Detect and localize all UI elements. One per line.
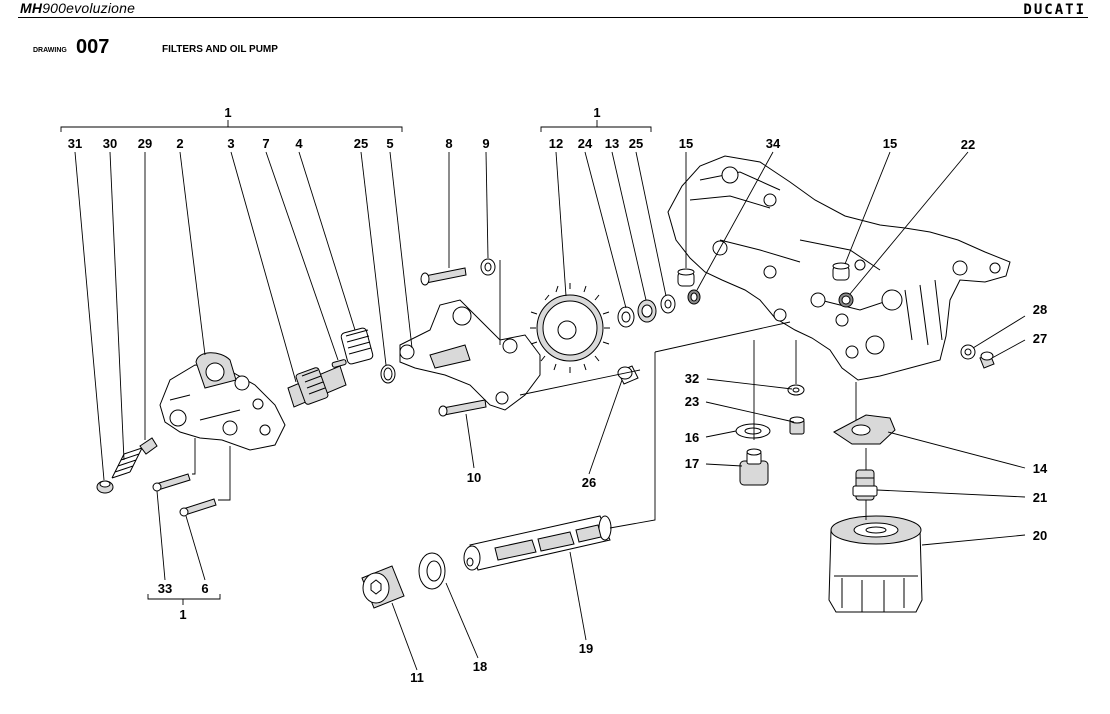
callout-27: 27 <box>1033 331 1047 346</box>
pump-screw-6 <box>179 498 217 517</box>
pump-driven-gear <box>340 327 374 365</box>
callout-22: 22 <box>961 137 975 152</box>
pump-screw-33 <box>152 473 191 492</box>
callout-15-left: 15 <box>679 136 693 151</box>
drain-washer-28 <box>960 344 976 360</box>
callout-11: 11 <box>410 670 424 685</box>
callout-8: 8 <box>445 136 452 151</box>
oil-filter <box>828 515 923 613</box>
callout-21: 21 <box>1033 490 1047 505</box>
filter-union-plate <box>833 414 896 445</box>
callout-5: 5 <box>386 136 393 151</box>
callout-13: 13 <box>605 136 619 151</box>
callout-34: 34 <box>766 136 781 151</box>
callout-33: 33 <box>158 581 172 596</box>
filter-plug-washer-16 <box>735 423 771 439</box>
drawing-label: DRAWING <box>33 47 67 54</box>
pump-cover-washer <box>480 258 496 276</box>
pump-lower-screw <box>438 399 487 417</box>
callout-12: 12 <box>549 136 563 151</box>
filter-plug-17 <box>739 448 769 486</box>
callout-25-left: 25 <box>354 136 368 151</box>
leader-lines <box>74 151 1026 671</box>
brand-logo: DUCATI <box>1023 2 1086 18</box>
plug-23 <box>789 416 805 435</box>
callout-30: 30 <box>103 136 117 151</box>
callout-29: 29 <box>138 136 152 151</box>
gear-bearing-13 <box>637 299 657 323</box>
o-ring-22 <box>838 292 854 308</box>
callout-1-screw-group: 1 <box>179 607 186 622</box>
callout-17: 17 <box>685 456 699 471</box>
callout-14: 14 <box>1033 461 1048 476</box>
callout-7: 7 <box>262 136 269 151</box>
header-rule <box>18 17 1088 18</box>
callout-24: 24 <box>578 136 593 151</box>
callout-10: 10 <box>467 470 481 485</box>
pump-pin <box>331 359 347 368</box>
callout-31: 31 <box>68 136 82 151</box>
callout-1-gear-group: 1 <box>593 105 600 120</box>
oil-pump-body <box>159 352 286 451</box>
callout-2: 2 <box>176 136 183 151</box>
gear-shim-25 <box>660 294 676 314</box>
strainer-plug <box>361 565 405 609</box>
model-name: MH900evoluzione <box>20 0 135 16</box>
callout-9: 9 <box>482 136 489 151</box>
gear-shim-24 <box>617 306 635 328</box>
callout-16: 16 <box>685 430 699 445</box>
model-name-rest: 900evoluzione <box>42 0 136 16</box>
drawing-number: 007 <box>76 36 110 58</box>
pump-cover-screw <box>420 267 467 286</box>
callout-4: 4 <box>295 136 303 151</box>
callout-28: 28 <box>1033 302 1047 317</box>
drain-plug-27 <box>979 351 995 369</box>
pump-drive-gear <box>287 365 347 408</box>
callout-32: 32 <box>685 371 699 386</box>
pump-o-ring <box>380 364 396 384</box>
oil-strainer <box>463 515 612 571</box>
callout-20: 20 <box>1033 528 1047 543</box>
model-name-bold: MH <box>20 0 43 16</box>
group-bracket-screws <box>147 594 221 605</box>
callout-18: 18 <box>473 659 487 674</box>
sealing-washer-32 <box>787 384 805 396</box>
callout-26: 26 <box>582 475 596 490</box>
callout-labels: 1 1 1 31 30 29 2 3 7 4 25 5 8 9 12 24 13… <box>68 105 1048 685</box>
drawing-title: FILTERS AND OIL PUMP <box>162 44 278 55</box>
relief-valve-spring <box>111 447 143 479</box>
strainer-washer <box>418 552 446 590</box>
callout-19: 19 <box>579 641 593 656</box>
centering-dowel-left <box>677 268 695 287</box>
callout-25-right: 25 <box>629 136 643 151</box>
group-bracket-pump <box>60 120 403 132</box>
centering-dowel-right <box>832 262 850 281</box>
o-ring-34 <box>687 289 701 305</box>
callout-23: 23 <box>685 394 699 409</box>
callout-6: 6 <box>201 581 208 596</box>
pump-cover <box>399 299 541 411</box>
callout-3: 3 <box>227 136 234 151</box>
callout-1-pump-group: 1 <box>224 105 231 120</box>
group-bracket-gear <box>540 120 652 132</box>
bush-26 <box>617 365 639 385</box>
callout-15-right: 15 <box>883 136 897 151</box>
relief-valve-cap <box>96 480 114 494</box>
oil-pump-drive-gear <box>530 283 610 373</box>
filter-union-21 <box>852 469 878 501</box>
relief-valve-piston <box>139 437 158 455</box>
